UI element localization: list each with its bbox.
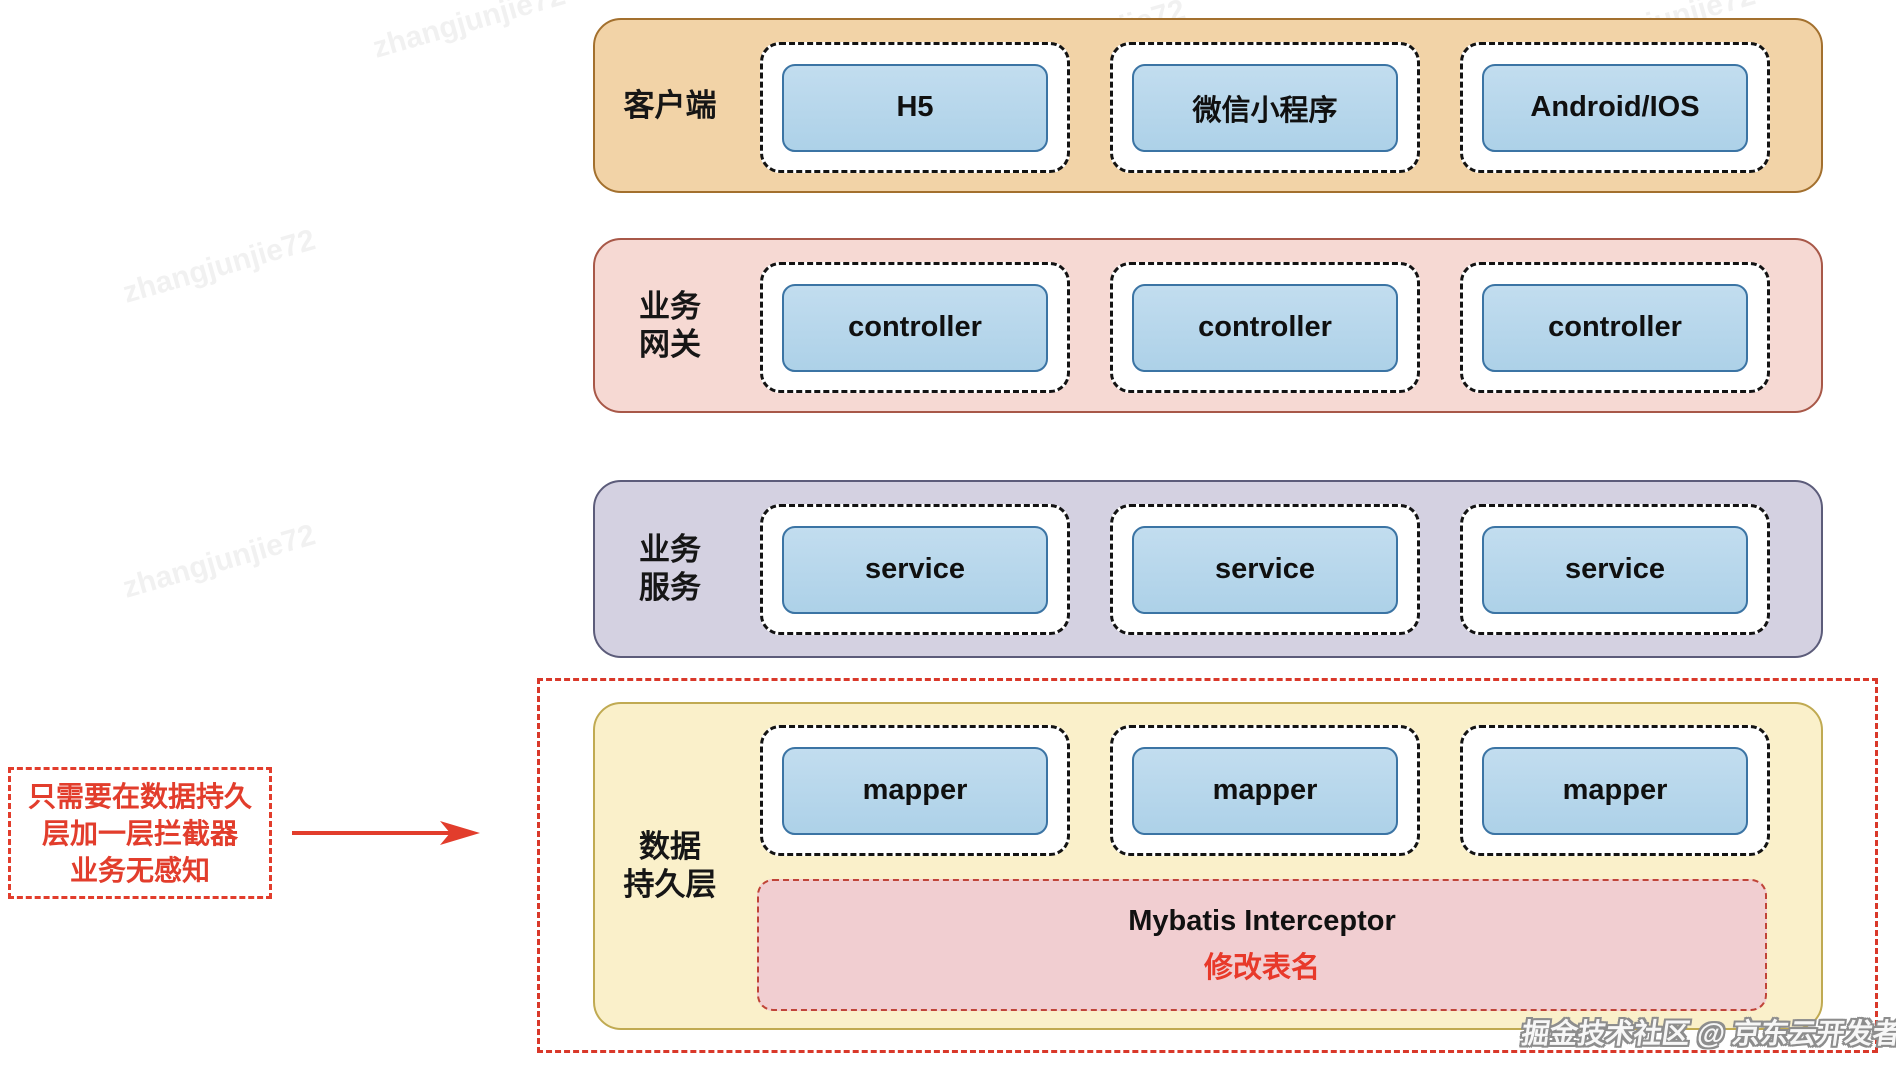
service-slot-1: service <box>760 504 1070 635</box>
node-service-2: service <box>1132 525 1398 614</box>
node-controller-3: controller <box>1482 283 1748 372</box>
node-controller-2: controller <box>1132 283 1398 372</box>
annotation-note: 只需要在数据持久 层加一层拦截器 业务无感知 <box>8 767 272 899</box>
interceptor-title: Mybatis Interceptor <box>1128 904 1396 937</box>
layer-gateway-label-line2: 网关 <box>639 326 701 362</box>
annotation-arrow <box>288 818 488 848</box>
annotation-line3: 业务无感知 <box>69 854 210 886</box>
client-box-row: H5 微信小程序 Android/IOS <box>760 42 1770 173</box>
mapper-box-row: mapper mapper mapper <box>760 725 1770 856</box>
node-controller-1: controller <box>782 283 1048 372</box>
annotation-line1: 只需要在数据持久 <box>27 780 252 812</box>
annotation-line2: 层加一层拦截器 <box>41 817 238 849</box>
layer-persistence-label: 数据 持久层 <box>595 704 745 1028</box>
service-slot-3: service <box>1460 504 1770 635</box>
layer-persistence-label-line1: 数据 <box>639 829 701 864</box>
mapper-slot-2: mapper <box>1110 725 1420 856</box>
layer-service: 业务 服务 service service service <box>593 480 1823 658</box>
layer-persistence-label-line2: 持久层 <box>623 867 717 902</box>
gateway-box-row: controller controller controller <box>760 262 1770 393</box>
arrow-right-icon <box>292 821 480 845</box>
service-slot-2: service <box>1110 504 1420 635</box>
watermark-text: zhangjunjie72 <box>369 0 569 65</box>
layer-client: 客户端 H5 微信小程序 Android/IOS <box>593 18 1823 193</box>
mapper-slot-3: mapper <box>1460 725 1770 856</box>
node-mapper-3: mapper <box>1482 746 1748 835</box>
layer-persistence: 数据 持久层 mapper mapper mapper Mybatis Inte… <box>593 702 1823 1030</box>
node-h5: H5 <box>782 63 1048 152</box>
layer-gateway-label: 业务 网关 <box>595 240 745 411</box>
persistence-highlight-frame <box>537 678 1878 1053</box>
node-mapper-2: mapper <box>1132 746 1398 835</box>
layer-client-label: 客户端 <box>595 20 745 191</box>
client-slot-weapp: 微信小程序 <box>1110 42 1420 173</box>
layer-gateway-label-line1: 业务 <box>639 288 701 324</box>
gateway-slot-3: controller <box>1460 262 1770 393</box>
layer-client-label-text: 客户端 <box>623 87 717 123</box>
node-service-1: service <box>782 525 1048 614</box>
mybatis-interceptor-bar: Mybatis Interceptor 修改表名 <box>757 879 1767 1011</box>
watermark-text: zhangjunjie72 <box>119 223 319 310</box>
node-service-3: service <box>1482 525 1748 614</box>
client-slot-mobile: Android/IOS <box>1460 42 1770 173</box>
service-box-row: service service service <box>760 504 1770 635</box>
gateway-slot-1: controller <box>760 262 1070 393</box>
interceptor-subtitle: 修改表名 <box>1203 951 1320 984</box>
layer-service-label-line2: 服务 <box>639 570 701 605</box>
client-slot-h5: H5 <box>760 42 1070 173</box>
layer-service-label: 业务 服务 <box>595 482 745 656</box>
gateway-slot-2: controller <box>1110 262 1420 393</box>
community-credit: 掘金技术社区 @ 京东云开发者 <box>1519 1018 1896 1049</box>
node-wechat-miniprogram: 微信小程序 <box>1132 63 1398 152</box>
layer-gateway: 业务 网关 controller controller controller <box>593 238 1823 413</box>
node-mapper-1: mapper <box>782 746 1048 835</box>
layer-service-label-line1: 业务 <box>639 532 701 567</box>
watermark-text: zhangjunjie72 <box>119 518 319 605</box>
mapper-slot-1: mapper <box>760 725 1070 856</box>
node-android-ios: Android/IOS <box>1482 63 1748 152</box>
